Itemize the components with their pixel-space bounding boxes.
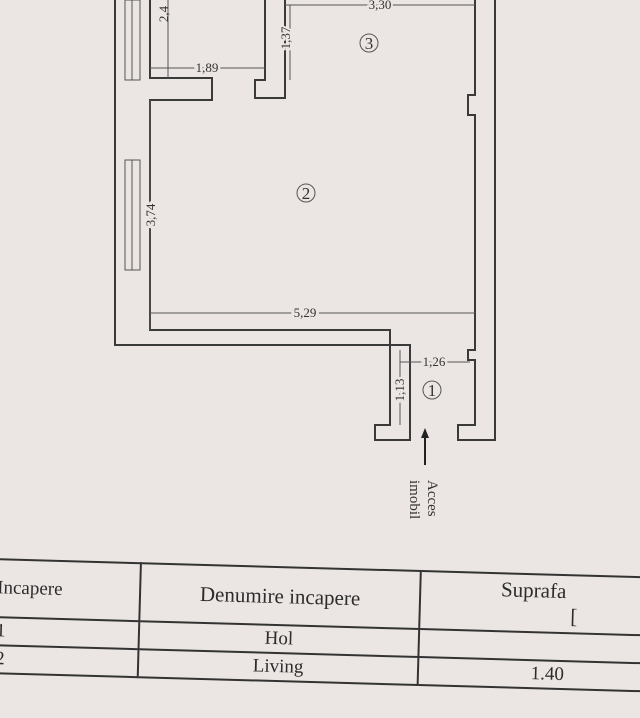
arrow-up-icon — [421, 428, 429, 438]
room-1-marker: 1 — [422, 380, 442, 400]
header-suprafata: Suprafa[ — [418, 571, 640, 637]
dim-wc-height: 1,37 — [278, 26, 293, 49]
access-label: Acces — [424, 480, 440, 517]
dim-hol-height: 1,13 — [392, 379, 407, 402]
walls — [114, 0, 496, 441]
room-3-marker: 3 — [359, 33, 379, 53]
dim-top-width: 3,30 — [369, 0, 392, 12]
rooms-table: Incapere Denumire incapere Suprafa[ 1 Ho… — [0, 558, 640, 717]
floor-plan: 2,4 3,30 1,37 1,89 3,74 5,29 1,26 1,13 3… — [114, 0, 496, 519]
dimension-lines — [149, 0, 475, 465]
living-area: 1.40 — [417, 656, 640, 693]
dim-living-width: 5,29 — [294, 305, 317, 320]
svg-text:2: 2 — [302, 184, 311, 203]
dim-hol-width: 1,26 — [423, 354, 446, 369]
header-denumire: Denumire incapere — [139, 563, 421, 630]
header-incapere: Incapere — [0, 559, 142, 622]
dim-living-height: 3,74 — [143, 203, 158, 226]
svg-text:3: 3 — [365, 34, 374, 53]
access-label-2: imobil — [406, 480, 422, 519]
dim-top-room-height: 2,4 — [156, 5, 171, 22]
dim-small-width: 1,89 — [196, 60, 219, 75]
room-2-marker: 2 — [296, 183, 316, 203]
svg-text:1: 1 — [428, 381, 437, 400]
